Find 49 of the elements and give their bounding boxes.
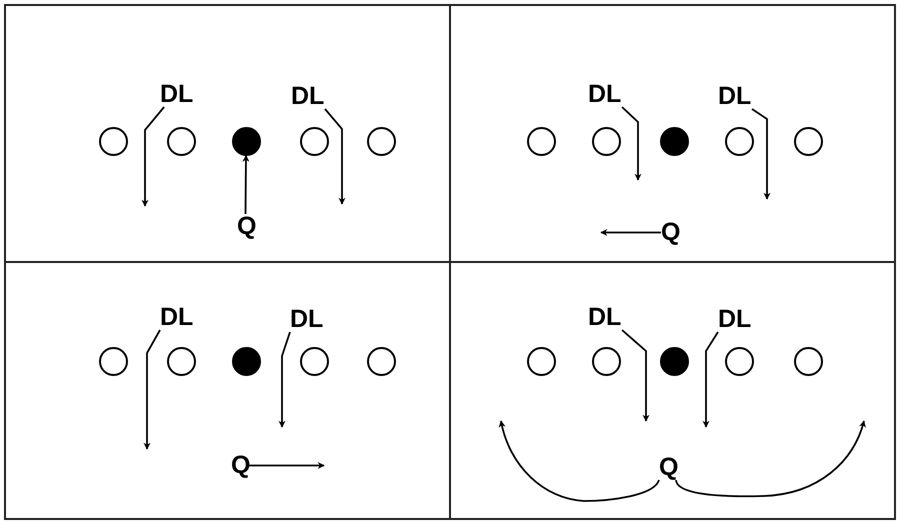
- filled-player-marker: [660, 346, 688, 376]
- player-label: Q: [237, 214, 256, 239]
- player-marker: [794, 126, 822, 156]
- filled-player-marker: [660, 126, 688, 156]
- player-label: DL: [290, 307, 324, 332]
- player-marker: [794, 346, 822, 376]
- route-arrow: [142, 106, 165, 207]
- player-marker: [366, 126, 396, 156]
- route-arrow: [499, 420, 660, 502]
- player-marker: [166, 346, 196, 376]
- route-arrow: [324, 108, 346, 205]
- route-arrow: [242, 154, 250, 214]
- route-arrow: [144, 330, 161, 450]
- route-arrow: [248, 462, 325, 469]
- route-arrow: [702, 332, 719, 428]
- route-arrow: [675, 420, 866, 498]
- filled-player-marker: [232, 346, 260, 376]
- play-panel: [449, 261, 896, 520]
- route-arrow: [752, 108, 770, 200]
- route-arrow: [621, 106, 642, 181]
- player-label: Q: [231, 453, 250, 478]
- player-label: DL: [291, 84, 324, 109]
- player-label: Q: [661, 220, 680, 245]
- player-marker: [366, 346, 396, 376]
- player-marker: [526, 126, 556, 156]
- player-marker: [592, 346, 620, 376]
- player-marker: [98, 346, 128, 376]
- player-marker: [592, 126, 620, 156]
- route-arrow: [278, 332, 291, 428]
- player-marker: [526, 346, 556, 376]
- player-marker: [98, 126, 128, 156]
- player-marker: [300, 346, 328, 376]
- player-label: DL: [588, 82, 622, 107]
- player-marker: [300, 126, 328, 156]
- player-label: DL: [718, 307, 752, 332]
- player-marker: [724, 126, 754, 156]
- route-arrow: [600, 229, 661, 236]
- play-panel: [4, 261, 451, 520]
- filled-player-marker: [232, 126, 260, 156]
- player-label: DL: [160, 305, 194, 330]
- player-label: DL: [588, 305, 622, 330]
- play-panel: [449, 4, 896, 263]
- player-label: DL: [718, 84, 752, 109]
- player-label: Q: [659, 455, 678, 480]
- player-marker: [166, 126, 196, 156]
- player-marker: [724, 346, 754, 376]
- player-label: DL: [160, 82, 194, 107]
- route-arrow: [621, 329, 650, 422]
- play-panel: [4, 4, 451, 263]
